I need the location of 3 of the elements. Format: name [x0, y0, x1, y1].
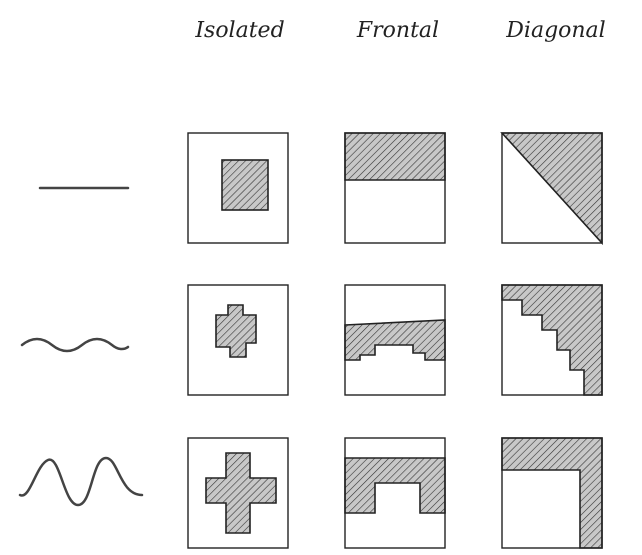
column-heading: Isolated [195, 18, 285, 43]
column-heading: Diagonal [506, 18, 606, 43]
column-heading: Frontal [356, 18, 440, 43]
